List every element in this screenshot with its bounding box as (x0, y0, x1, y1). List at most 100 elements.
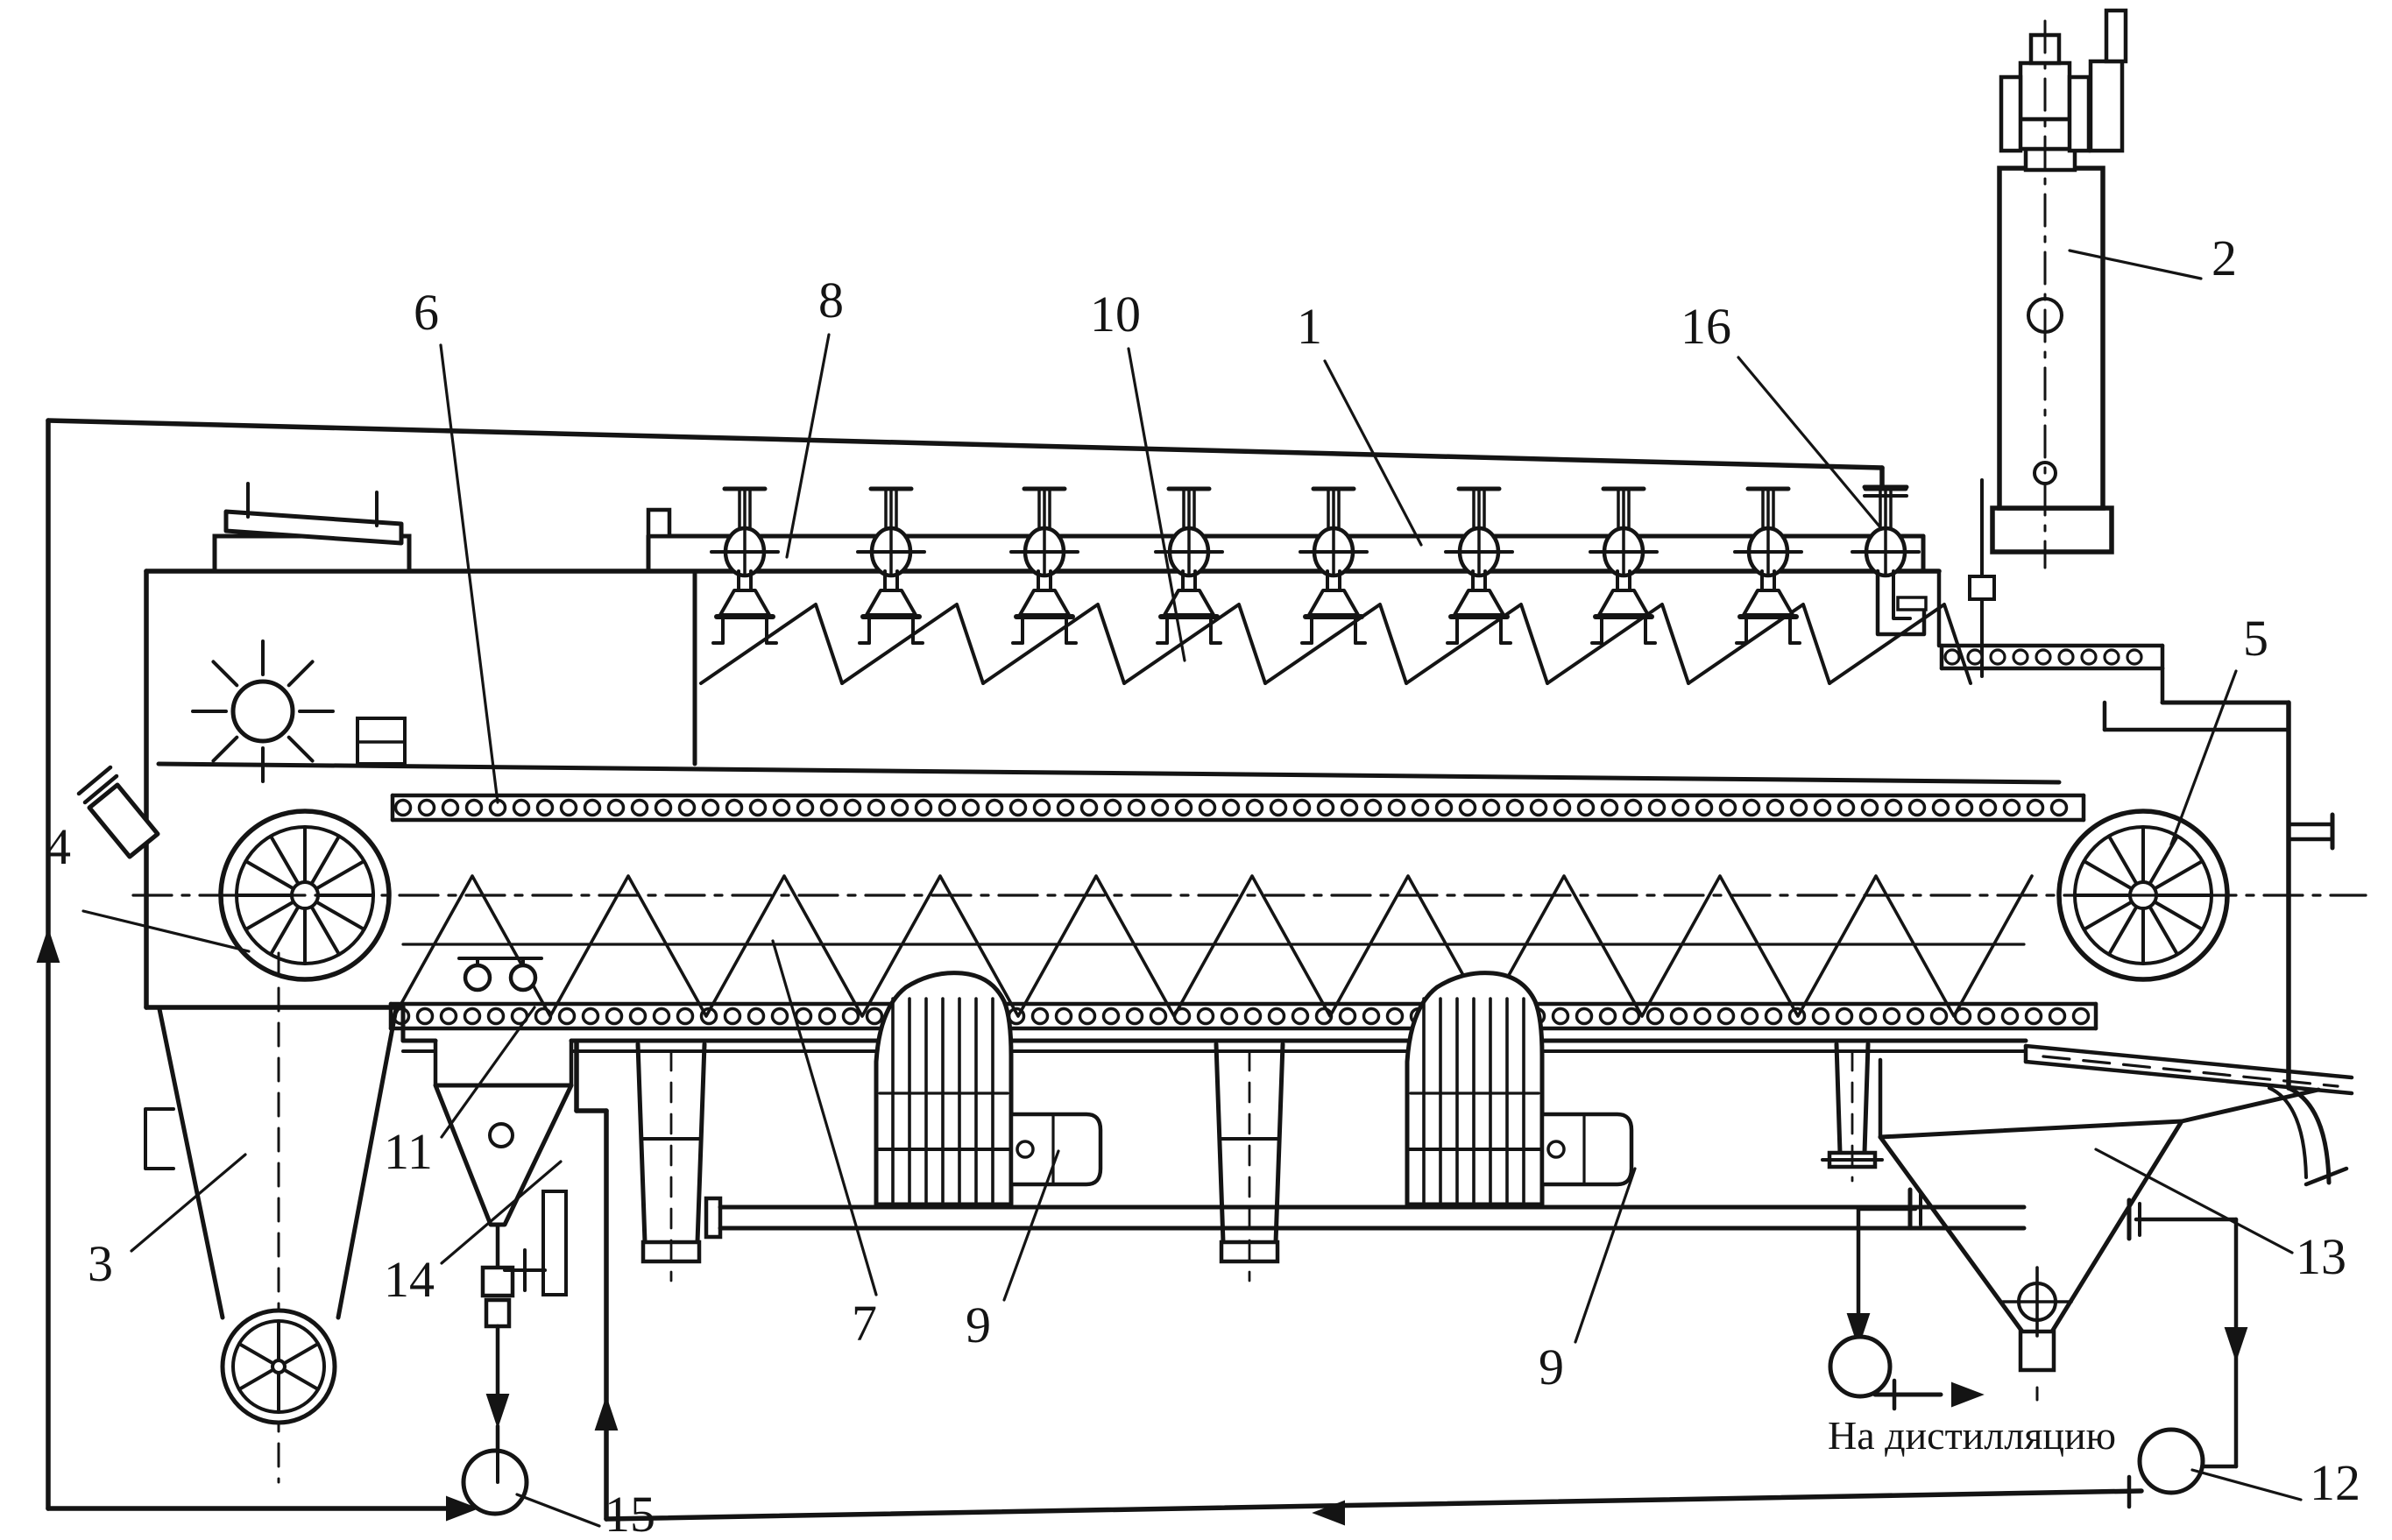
chain-link (794, 1007, 813, 1026)
chain-link (1030, 1007, 1050, 1026)
part-label-11: 11 (384, 1123, 433, 1180)
chain-link (2026, 798, 2045, 817)
side-gauge (503, 1190, 568, 1296)
chain-link (464, 798, 484, 817)
chute-plate (1546, 603, 1690, 685)
chain-link (1056, 798, 1075, 817)
chain-link (1929, 1007, 1949, 1026)
chain-link (2126, 648, 2143, 666)
chain-link (2057, 648, 2075, 666)
part-label-15: 15 (605, 1486, 655, 1540)
chain-link (1989, 648, 2006, 666)
part-label-1: 1 (1297, 298, 1322, 355)
spray-valve-assembly (1444, 486, 1514, 645)
chain-link (1907, 798, 1927, 817)
chain-link (439, 1007, 458, 1026)
spray-valve-assembly (1154, 486, 1224, 645)
flow-arrow-icon (1951, 1381, 1985, 1408)
chute-plate (1122, 603, 1267, 685)
part-label-14: 14 (384, 1251, 435, 1308)
spout-flange (82, 774, 119, 805)
inlet-valve-16 (1851, 484, 1928, 637)
drum-spoke (244, 900, 296, 931)
chain-link (1943, 648, 1961, 666)
leader-line (785, 333, 831, 559)
drum-spoke (2082, 900, 2134, 931)
chain-link (1150, 798, 1170, 817)
chain-link (1966, 648, 1984, 666)
chain-link (1292, 798, 1312, 817)
flow-arrow-icon (446, 1495, 479, 1522)
guide-rollers (457, 957, 543, 993)
chain-link (1127, 798, 1146, 817)
chain-link (1291, 1007, 1310, 1026)
chain-link (1220, 1007, 1239, 1026)
flow-arrow-icon (594, 1395, 619, 1431)
side-plate (2088, 59, 2125, 153)
chute-plate (981, 603, 1126, 685)
chain-link (2049, 798, 2069, 817)
chain-link (1598, 1007, 1617, 1026)
line (1273, 1042, 1285, 1245)
chain-link (1811, 1007, 1830, 1026)
fresh-solvent-feed-pipe (46, 418, 1885, 470)
chain-link (2080, 648, 2098, 666)
chain-link (1624, 798, 1643, 817)
discharge-casing (2023, 1043, 2354, 1080)
gear-circle (230, 679, 295, 744)
chain-link (843, 798, 862, 817)
header-end-step (646, 507, 672, 539)
chain-link (1196, 1007, 1215, 1026)
chain-link (1385, 1007, 1405, 1026)
chain-link (1764, 1007, 1783, 1026)
chain-link (2048, 1007, 2067, 1026)
chain-link (1813, 798, 1832, 817)
chain-link (1221, 798, 1241, 817)
chain-link (393, 798, 413, 817)
chain-link (415, 1007, 435, 1026)
chain-link (1740, 1007, 1759, 1026)
chain-link (1340, 798, 1359, 817)
chain-link (747, 1007, 766, 1026)
flow-arrow-icon (2224, 1327, 2248, 1363)
part-label-16: 16 (1681, 298, 1731, 355)
chain-link (1695, 798, 1714, 817)
hopper-right-rise (2179, 1087, 2321, 1124)
part-label-5: 5 (2243, 610, 2268, 667)
leader-line (2169, 669, 2238, 846)
chain-link (1693, 1007, 1712, 1026)
spray-nozzle-icon (1453, 589, 1505, 617)
leader-line (2068, 249, 2203, 280)
drum-spoke (309, 904, 341, 957)
support-leg (635, 1042, 707, 1282)
chain-link (796, 798, 815, 817)
line (1862, 1042, 1871, 1155)
drum-spoke (309, 834, 341, 887)
support-leg (1214, 1042, 1285, 1282)
chute-plate (699, 603, 844, 685)
heater-unit (1405, 971, 1634, 1207)
drum-spoke (269, 904, 301, 957)
casing-centerline (2042, 1055, 2339, 1088)
gate-valve-icon (484, 1297, 512, 1329)
chain-link (817, 1007, 837, 1026)
pump-15 (461, 1448, 529, 1516)
chain-link (1411, 798, 1430, 817)
gear-ray (287, 660, 315, 688)
chain-link (1267, 1007, 1286, 1026)
chain-link (1243, 1007, 1263, 1026)
chain-link (559, 798, 578, 817)
spray-header (646, 507, 1926, 574)
part-label-8: 8 (818, 272, 844, 328)
wheel-spoke (237, 1367, 275, 1391)
gear-ray (211, 735, 239, 763)
chain-link (1716, 1007, 1736, 1026)
pipe-flange (1968, 575, 1996, 601)
heater-unit (874, 971, 1103, 1207)
chain-link (677, 798, 697, 817)
support-leg (1821, 1042, 1884, 1183)
chain-link (748, 798, 768, 817)
spray-chute-plates (699, 603, 1972, 685)
chain-link (652, 1007, 671, 1026)
solvent-circuit-pipes (36, 418, 2144, 1526)
